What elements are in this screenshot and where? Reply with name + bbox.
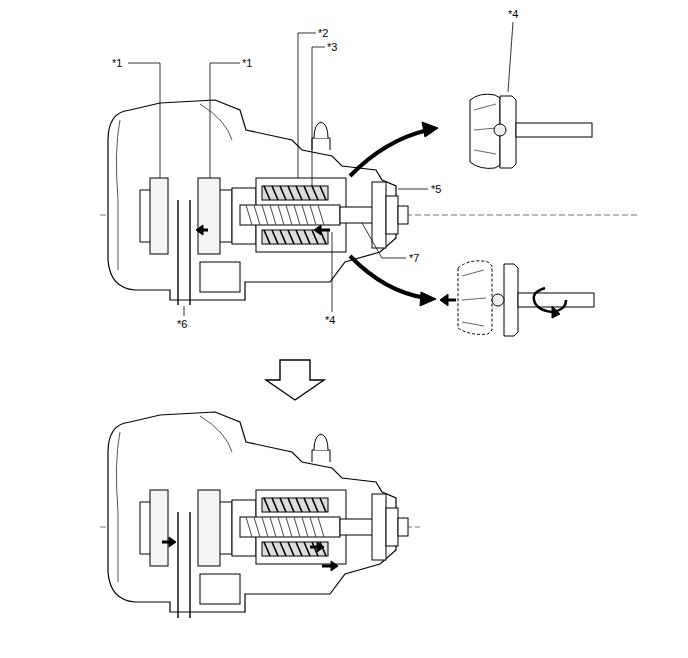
callout-number: *2	[318, 27, 328, 39]
callout-number: *4	[325, 314, 335, 326]
zoom-arrow	[350, 130, 428, 176]
nut-detail-released	[440, 261, 594, 336]
down-arrow	[266, 360, 324, 400]
nut-detail-locked	[470, 94, 592, 168]
callout-number: *1	[242, 57, 252, 69]
callout-number: *4	[508, 8, 518, 20]
caliper-after	[108, 412, 408, 612]
callout-number: *1	[112, 57, 122, 69]
callout-number: *7	[409, 252, 419, 264]
callout-number: *5	[431, 183, 441, 195]
leader-lines	[128, 22, 513, 316]
callout-number: *6	[177, 318, 187, 330]
callout-number: *3	[327, 41, 337, 53]
disc-rotor	[178, 200, 190, 305]
